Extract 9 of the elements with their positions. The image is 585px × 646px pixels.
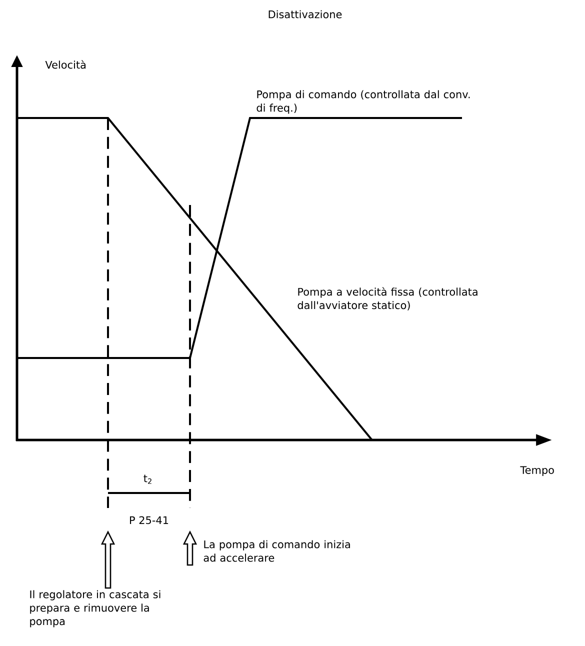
dimension-label: t$_{2}$ <box>144 474 152 484</box>
curve-label: Pompa a velocità fissa (controllata dall'avviatore statico) <box>298 287 478 310</box>
curve-label: Pompa di comando (controllata dal conv. di freq.) <box>256 90 470 114</box>
annotation-text: Il regolatore in cascata si prepara e rimuovere la pompa <box>30 590 160 628</box>
axis-label: Tempo <box>520 466 554 476</box>
parameter-label: P 25-41 <box>130 516 168 524</box>
title: Disattivazione <box>268 10 342 18</box>
annotation-text: La pompa di comando inizia ad accelerare <box>204 540 350 562</box>
axis-label: Velocità <box>45 60 86 69</box>
